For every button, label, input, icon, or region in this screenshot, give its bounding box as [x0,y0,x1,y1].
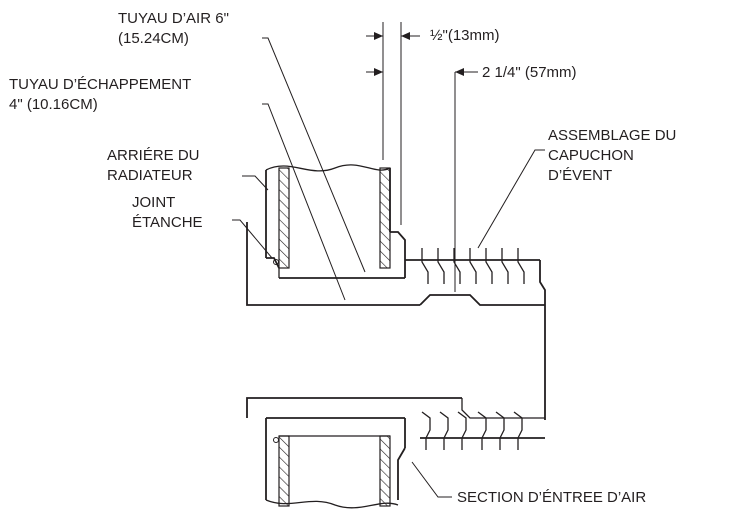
label-radiator-back-2: RADIATEUR [107,167,193,184]
lower-air-pipe-right-lower [397,447,406,500]
arrowhead-icon [374,68,383,76]
label-air-pipe-2: (15.24CM) [118,30,189,47]
lower-vent-upper-line [461,398,545,419]
dimension-half-inch [366,22,420,225]
leader-vent-cap [477,149,545,249]
leader-exhaust-pipe [262,103,346,301]
leader-air-pipe [262,37,366,273]
leader-seal-joint [232,219,273,259]
arrowhead-icon [455,68,464,76]
lower-exhaust-right-hatch [379,435,391,507]
seal-joint-dot [273,259,279,265]
label-air-inlet-section: SECTION D’ÉNTREE D’AIR [457,489,646,506]
label-seal-joint-1: JOINT [132,194,175,211]
top-assembly [246,164,546,420]
bottom-assembly [246,397,545,509]
pipe-break-bottom [265,499,399,509]
leader-air-inlet [411,461,452,498]
exhaust-pipe-left-hatch [278,167,290,269]
label-vent-cap-2: CAPUCHON [548,147,634,164]
vent-fins-top [421,248,525,284]
vent-cap-right-wall [539,260,546,420]
label-exhaust-pipe-1: TUYAU D’ÉCHAPPEMENT [9,76,191,93]
label-air-pipe-1: TUYAU D’AIR 6" [118,10,229,27]
label-seal-joint-2: ÉTANCHE [132,214,203,231]
arrowhead-icon [401,32,410,40]
step-outline [390,231,406,278]
lower-housing-top [246,397,462,418]
leader-lines [232,37,545,498]
exhaust-pipe-right-hatch [379,167,391,269]
label-exhaust-pipe-2: 4" (10.16CM) [9,96,98,113]
arrowhead-icon [374,32,383,40]
lower-seal-dot [273,437,279,443]
label-dim-two-quarter: 2 1/4" (57mm) [482,64,577,81]
housing-outline [246,222,420,306]
leader-radiator-back [242,175,269,191]
label-vent-cap-3: D’ÉVENT [548,167,612,184]
lower-exhaust-left-hatch [278,435,290,507]
label-radiator-back-1: ARRIÉRE DU [107,147,200,164]
label-dim-half-inch: ½"(13mm) [430,27,500,44]
vent-fins-bottom [421,411,523,450]
vent-cap-lower-line [419,294,545,306]
dimension-two-quarter [366,68,478,292]
labels: TUYAU D’AIR 6" (15.24CM) TUYAU D’ÉCHAPPE… [9,10,676,506]
label-vent-cap-1: ASSEMBLAGE DU [548,127,676,144]
pipe-break-top [265,164,391,172]
